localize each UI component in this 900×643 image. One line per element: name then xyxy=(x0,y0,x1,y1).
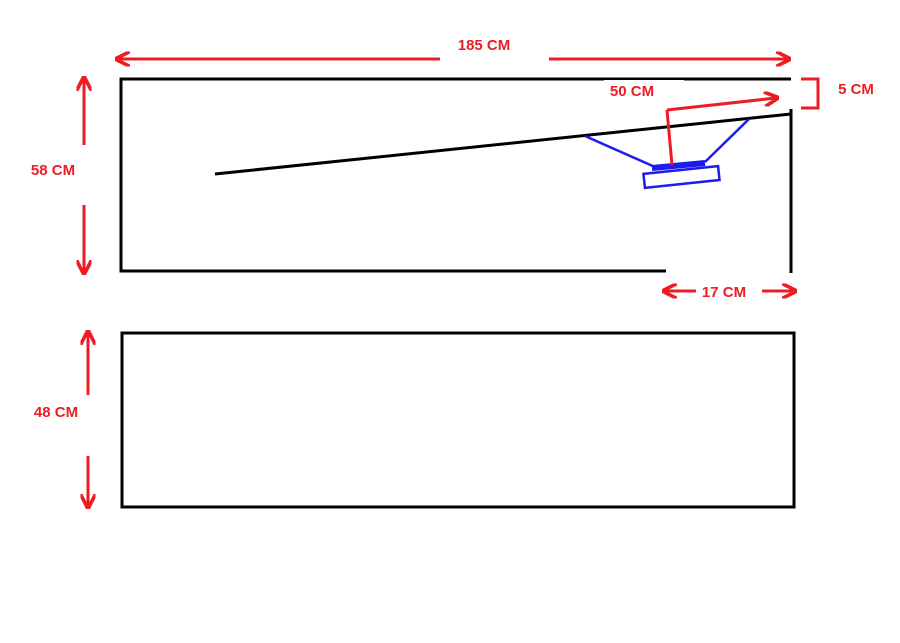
dim-height-top: 58 CM xyxy=(31,79,84,272)
dim-width-total: 185 CM xyxy=(118,37,788,59)
dim-rail-length-label: 50 CM xyxy=(610,83,654,100)
mount-plate xyxy=(642,164,721,190)
dim-height-top-label: 58 CM xyxy=(31,162,75,179)
dim-height-bottom: 48 CM xyxy=(34,333,88,506)
red-post xyxy=(665,109,674,166)
top-box-outline xyxy=(119,77,793,273)
mount-strut-right xyxy=(704,118,750,163)
sloped-rail xyxy=(214,112,792,176)
red-rail-arrow xyxy=(665,98,776,166)
dim-offset-right: 17 CM xyxy=(665,284,794,301)
top-box xyxy=(119,77,793,273)
dim-height-bottom-label: 48 CM xyxy=(34,404,78,421)
mount-strut-left xyxy=(584,134,656,169)
gap-bracket xyxy=(801,77,820,110)
dim-gap-top: 5 CM xyxy=(801,77,874,110)
blue-mount xyxy=(584,118,750,190)
dim-offset-label: 17 CM xyxy=(702,284,746,301)
dim-width-label: 185 CM xyxy=(458,37,511,54)
dim-gap-label: 5 CM xyxy=(838,81,874,98)
bottom-box xyxy=(120,331,796,509)
red-arrow-shaft xyxy=(666,98,776,112)
mount-bar xyxy=(651,160,706,171)
rail-label-bg xyxy=(604,80,684,102)
